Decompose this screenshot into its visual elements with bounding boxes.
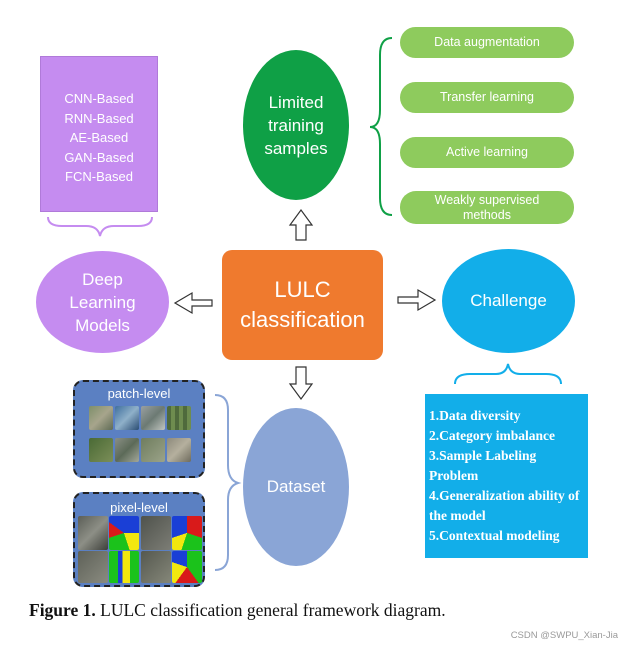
lulc-classification-node: LULC classification — [222, 250, 383, 360]
arrow-right-icon — [397, 288, 437, 312]
dl-item: GAN-Based — [64, 149, 134, 165]
panel-title: patch-level — [107, 386, 171, 401]
satellite-thumbnail — [115, 438, 139, 462]
deep-learning-model-list: CNN-Based RNN-Based AE-Based GAN-Based F… — [40, 56, 158, 212]
challenge-node: Challenge — [442, 249, 575, 353]
satellite-thumbnail — [141, 438, 165, 462]
node-label-line: Limited — [268, 92, 324, 112]
label-map — [109, 551, 139, 583]
node-label-line: Learning — [69, 292, 136, 312]
challenge-item: 5.Contextual modeling — [429, 528, 560, 543]
node-label: Challenge — [470, 291, 547, 310]
aerial-image — [141, 516, 171, 550]
aerial-image — [141, 551, 171, 583]
aerial-image — [78, 516, 108, 550]
label-map — [109, 516, 139, 550]
challenge-list: 1.Data diversity 2.Category imbalance 3.… — [425, 394, 588, 558]
node-label-line: training — [268, 115, 324, 135]
pixel-level-panel: pixel-level — [73, 492, 205, 587]
purple-brace — [47, 216, 153, 237]
label-map — [172, 551, 202, 583]
label-map — [172, 516, 202, 550]
dataset-node: Dataset — [243, 408, 349, 566]
arrow-down-icon — [288, 366, 314, 401]
challenge-item: 4.Generalization ability of the model — [429, 488, 580, 523]
satellite-thumbnail — [115, 406, 139, 430]
arrow-up-icon — [288, 208, 314, 241]
watermark: CSDN @SWPU_Xian-Jia — [510, 630, 618, 641]
dl-item: CNN-Based — [64, 91, 134, 106]
method-active-learning: Active learning — [400, 137, 574, 168]
satellite-thumbnail — [141, 406, 165, 430]
node-label-line: Deep — [82, 269, 123, 289]
method-label: Active learning — [446, 145, 528, 159]
satellite-thumbnail — [89, 438, 113, 462]
challenge-item: 1.Data diversity — [429, 408, 521, 423]
node-label-line: LULC — [274, 277, 331, 302]
challenge-item: 3.Sample Labeling Problem — [429, 448, 537, 483]
blue-brace — [214, 394, 242, 571]
satellite-thumbnail — [89, 406, 113, 430]
dl-item: AE-Based — [69, 130, 129, 145]
node-label: Dataset — [266, 477, 326, 496]
figure-caption: Figure 1. LULC classification general fr… — [29, 600, 446, 621]
arrow-left-icon — [173, 291, 213, 315]
node-label-line: classification — [240, 307, 365, 332]
cyan-brace — [454, 363, 562, 385]
dl-item: FCN-Based — [65, 169, 133, 184]
green-brace — [369, 37, 393, 216]
patch-level-panel: patch-level — [73, 380, 205, 478]
method-label: Weakly supervised methods — [434, 192, 540, 222]
method-weakly-supervised: Weakly supervised methods — [400, 191, 574, 224]
caption-text: LULC classification general framework di… — [95, 600, 446, 620]
challenge-item: 2.Category imbalance — [429, 428, 555, 443]
satellite-thumbnail — [167, 406, 191, 430]
caption-label: Figure 1. — [29, 600, 96, 620]
node-label-line: Models — [75, 315, 130, 335]
limited-training-samples-node: Limited training samples — [243, 50, 349, 200]
method-data-augmentation: Data augmentation — [400, 27, 574, 58]
method-transfer-learning: Transfer learning — [400, 82, 574, 113]
dl-item: RNN-Based — [64, 110, 134, 126]
deep-learning-models-node: Deep Learning Models — [36, 251, 169, 353]
node-label-line: samples — [264, 138, 328, 158]
aerial-image — [78, 551, 108, 583]
method-label: Data augmentation — [434, 35, 540, 49]
method-label: Transfer learning — [439, 90, 535, 104]
satellite-thumbnail — [167, 438, 191, 462]
panel-title: pixel-level — [110, 500, 168, 515]
